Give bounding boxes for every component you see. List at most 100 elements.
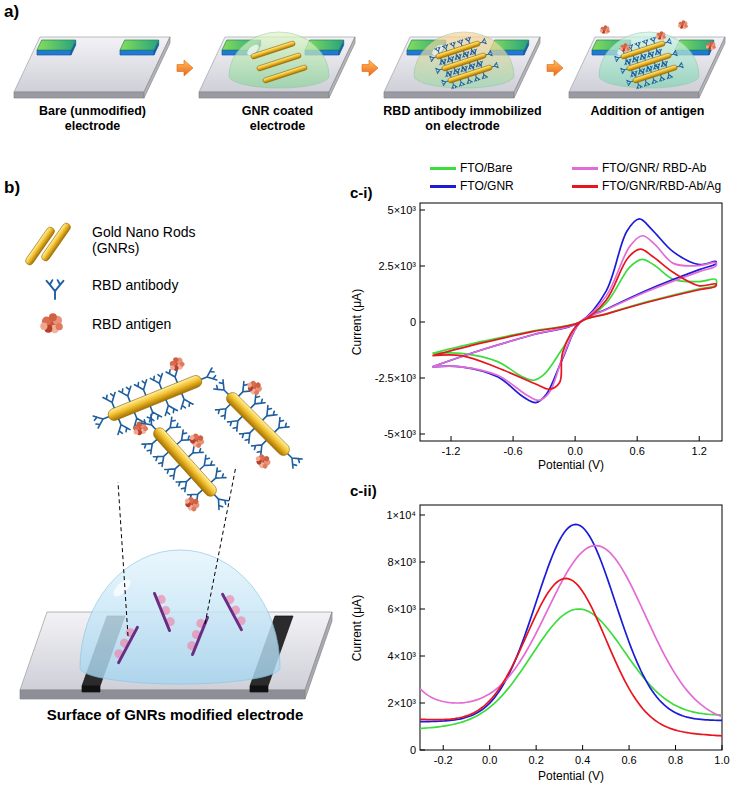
x-tick [489,745,490,750]
x-tick [637,436,638,441]
tick-label: -0.2 [434,754,453,767]
process-step: Addition of antigen [565,22,730,119]
nanorod-group [197,363,319,485]
electrode-illustration [14,37,170,98]
x-tick [536,745,537,750]
gold-nanorod [632,65,677,84]
tick-label: -0.6 [504,445,523,458]
tick-label: 0 [410,316,416,329]
antigen-lobe [713,46,716,49]
axis-title: Potential (V) [538,459,604,473]
x-tick [451,436,452,441]
antigen-lobe [49,313,57,321]
gold-nanorod [262,65,307,84]
cv-curve [432,219,716,403]
y-tick [420,322,425,323]
electrode-illustration [569,20,725,98]
x-tick [513,436,514,441]
electrode-edge [569,92,699,98]
process-step: RBD antibody immobilized on electrode [380,22,545,134]
antigen-symbol [167,355,186,373]
legend-text: FTO/GNR/RBD-Ab/Ag [602,179,721,193]
zoom-leader [118,482,128,636]
contact-top [120,40,159,50]
antigen-lobe [263,455,270,462]
x-tick [722,745,723,750]
droplet [599,32,699,88]
droplet [80,550,280,684]
tick-label: 2.5×10³ [378,260,416,273]
antigen-symbol [678,20,688,29]
antigen-lobe [255,455,262,462]
antigen-lobe [607,30,610,33]
plot-frame [420,505,722,750]
legend-text: FTO/GNR [460,179,514,193]
flow-arrow [362,60,378,76]
caption: Surface of GNRs modified electrode [47,706,304,723]
flow-arrow [547,60,563,76]
dpv-curve [420,524,722,721]
gold-nanorod [447,65,492,84]
antigen-lobe [682,20,686,24]
gold-nanorod [40,222,72,263]
droplet [414,32,514,88]
step-caption: Addition of antigen [565,104,730,119]
antigen-lobe [656,35,659,38]
antigen-lobe [197,434,204,441]
antigen-lobe [246,382,253,389]
legend-text: FTO/Bare [460,161,512,175]
antigen-symbol [187,430,207,450]
panel-letter: c-ii) [350,482,377,499]
tick-label: 1.0 [714,754,729,767]
x-tick [699,436,700,441]
antigen-lobe [600,29,603,32]
electrode-edge [199,92,329,98]
antibody-symbol [47,280,64,299]
dpv-curve [420,609,722,729]
tick-label: -5×10³ [384,428,416,441]
plot-frame [420,203,722,441]
legend-entry: FTO/GNR/RBD-Ab/Ag [572,179,721,193]
antigen-symbol [706,41,716,50]
cv-curve [432,249,716,389]
nanorod-group [440,57,501,91]
antigen-symbol [182,494,202,514]
y-tick [420,434,425,435]
y-tick [420,515,425,516]
tick-label: 0.4 [575,754,590,767]
antigen-lobe [620,47,623,50]
antigen-lobe [190,506,197,513]
gnr-icon [40,222,72,263]
antigen-symbol [40,313,63,333]
antigen-lobe [678,24,681,27]
antigen-lobe [133,429,139,435]
gold-nanorod [224,390,292,458]
tick-label: 0.2 [528,754,543,767]
tick-label: 2×10³ [388,697,416,710]
axis-title: Potential (V) [538,770,604,784]
antigen-symbol [131,419,150,437]
step-caption: GNR coated electrode [223,104,333,134]
antigen-lobe [627,48,630,51]
surface-nanorod-line [155,593,170,630]
y-tick [420,266,425,267]
legend-label: RBD antibody [92,277,178,293]
tick-label: -1.2 [442,445,461,458]
dpv-curve [420,546,722,717]
chart-cv [420,203,722,441]
surface-nanorod [185,614,208,654]
gold-nanorod [151,425,219,498]
antigen-lobe [685,25,688,28]
antigen-lobe [189,434,196,441]
y-tick [420,609,425,610]
tick-label: 0.8 [668,754,683,767]
nanorod-group [262,65,307,84]
tick-label: 8×10³ [388,556,416,569]
electrode-edge [384,92,514,98]
nanorod-group [625,57,686,91]
legend-label: Gold Nano Rods (GNRs) [92,224,210,256]
antigen-lobe [710,41,714,45]
y-tick [420,656,425,657]
flow-arrow [177,60,193,76]
